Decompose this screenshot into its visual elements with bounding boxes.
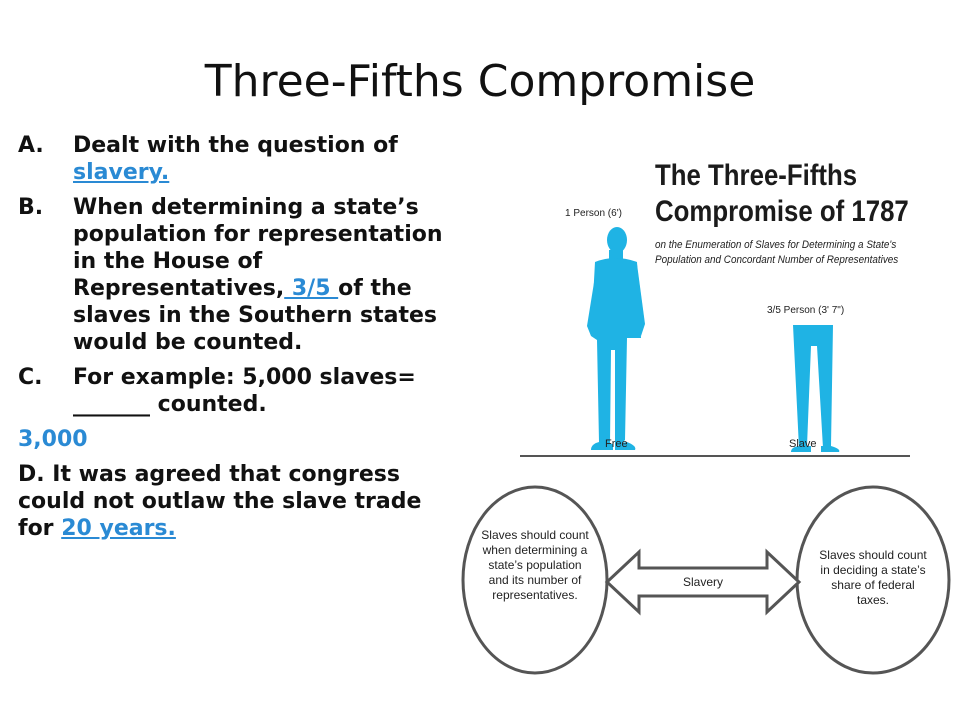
person-label: 1 Person (6') <box>565 208 622 219</box>
infographic-title-line2: Compromise of 1787 <box>655 195 909 228</box>
slave-label: Slave <box>789 438 817 450</box>
item-marker: A. <box>18 133 44 158</box>
free-person-figure <box>587 227 645 450</box>
infographic-title-line1: The Three-Fifths <box>655 159 858 192</box>
fill-in-answer: 20 years. <box>61 516 176 541</box>
fill-in-answer: slavery. <box>73 160 170 185</box>
infographic-subtitle-line1: on the Enumeration of Slaves for Determi… <box>655 239 897 251</box>
item-text: Dealt with the question of slavery. <box>73 132 458 186</box>
infographic-title: The Three-Fifths Compromise of 1787 <box>655 158 909 230</box>
fraction-person-label: 3/5 Person (3' 7") <box>767 305 845 316</box>
item-post-text: of the slaves in the Southern states wou… <box>73 276 437 355</box>
item-marker: C. <box>18 365 43 390</box>
slavery-label: Slavery <box>682 575 723 589</box>
item-text: For example: 5,000 slaves= _______ count… <box>73 365 416 417</box>
list-item-c: C. For example: 5,000 slaves= _______ co… <box>18 364 458 418</box>
double-arrow <box>604 548 802 616</box>
right-circle-text: Slaves should count in deciding a state’… <box>819 548 927 607</box>
infographic-subtitle: on the Enumeration of Slaves for Determi… <box>655 238 898 268</box>
bullet-list: A. Dealt with the question of slavery. B… <box>18 132 458 542</box>
item-pre-text: When determining a state’s population fo… <box>73 195 443 301</box>
item-d-paragraph: D. It was agreed that congress could not… <box>18 461 458 542</box>
list-item-b: B. When determining a state’s population… <box>18 194 458 356</box>
infographic-subtitle-line2: Population and Concordant Number of Repr… <box>655 254 899 266</box>
infographic-drawing <box>461 227 951 675</box>
list-item-a: A. Dealt with the question of slavery. <box>18 132 458 186</box>
slave-figure <box>791 325 840 452</box>
item-marker: B. <box>18 195 44 220</box>
item-text: When determining a state’s population fo… <box>73 194 458 356</box>
item-pre-text: Dealt with the question of <box>73 133 398 158</box>
example-answer: 3,000 <box>18 427 88 452</box>
fill-in-answer: 3/5 <box>284 276 339 301</box>
item-d-text: D. It was agreed that congress could not… <box>18 462 422 541</box>
free-label: Free <box>605 438 628 450</box>
slide-title: Three-Fifths Compromise <box>204 56 756 107</box>
left-circle-text: Slaves should count when determining a s… <box>481 528 589 602</box>
three-fifths-infographic: The Three-Fifths Compromise of 1787 on t… <box>455 150 955 690</box>
